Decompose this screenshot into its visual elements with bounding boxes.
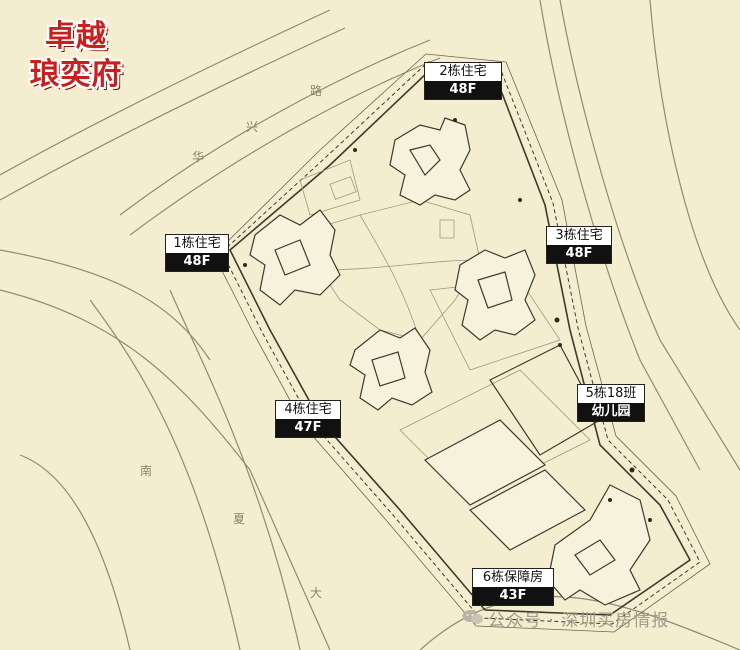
road-label-char: 兴 <box>246 120 259 134</box>
building-label-name: 4栋住宅 <box>276 401 340 419</box>
watermark-text: 公众号 · 深圳买房情报 <box>488 611 670 631</box>
building-label-floors: 47F <box>276 419 340 437</box>
building-label-floors: 48F <box>166 253 228 271</box>
building-label-name: 3栋住宅 <box>547 227 611 245</box>
road-label-char: 大 <box>310 586 323 600</box>
building-label-floors: 幼儿园 <box>578 403 644 421</box>
road-label-char: 华 <box>192 150 205 164</box>
building-footprints <box>249 117 651 606</box>
project-title-line-2: 琅奕府 <box>29 57 123 92</box>
building-label-name: 2栋住宅 <box>425 63 501 81</box>
building-label-name: 1栋住宅 <box>166 235 228 253</box>
road-label-char: 路 <box>310 84 323 98</box>
project-title: 卓越 琅奕府 <box>10 18 142 98</box>
building-label-name: 6栋保障房 <box>473 569 553 587</box>
building-label-2: 2栋住宅 48F <box>424 62 502 100</box>
building-label-floors: 48F <box>425 81 501 99</box>
project-title-line-1: 卓越 <box>45 19 107 54</box>
road-label-char: 夏 <box>233 512 246 526</box>
building-label-5: 5栋18班 幼儿园 <box>577 384 645 422</box>
building-label-1: 1栋住宅 48F <box>165 234 229 272</box>
building-label-4: 4栋住宅 47F <box>275 400 341 438</box>
building-label-floors: 48F <box>547 245 611 263</box>
road-label-char: 南 <box>140 464 153 478</box>
building-label-6: 6栋保障房 43F <box>472 568 554 606</box>
building-label-floors: 43F <box>473 587 553 605</box>
building-label-name: 5栋18班 <box>578 385 644 403</box>
building-label-3: 3栋住宅 48F <box>546 226 612 264</box>
wechat-icon <box>462 610 483 624</box>
